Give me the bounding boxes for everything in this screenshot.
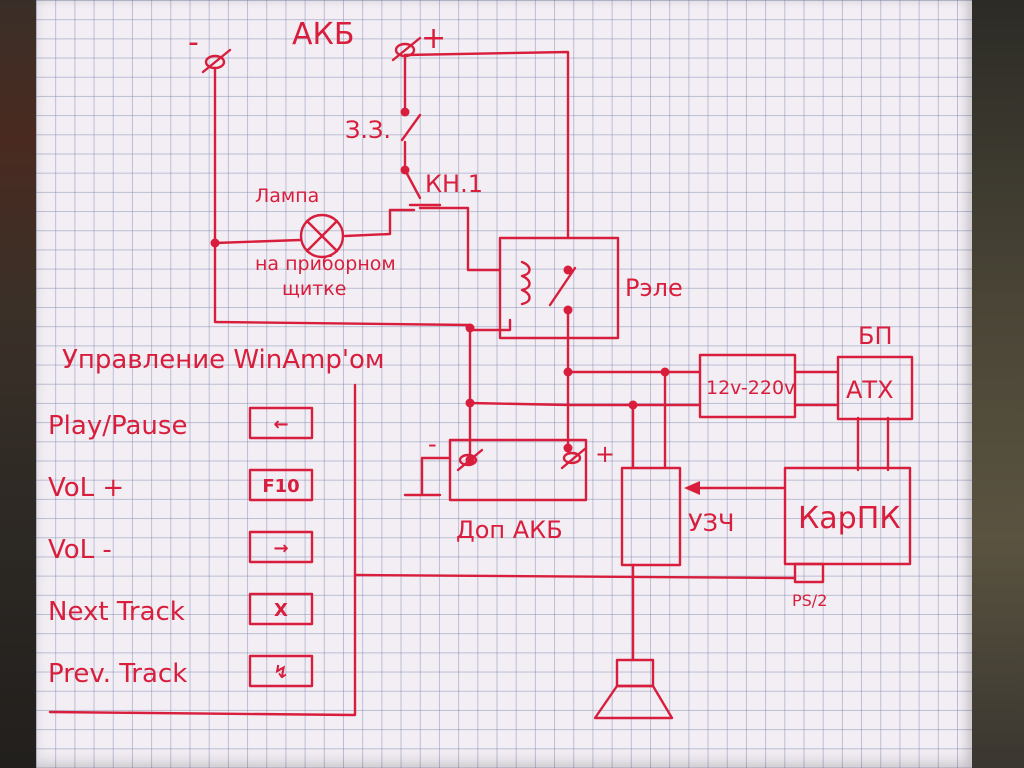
battery-minus-label: - — [188, 25, 199, 60]
control-key-label: ↯ — [273, 662, 288, 683]
battery-label: АКБ — [292, 17, 354, 52]
relay-box — [498, 236, 620, 340]
amplifier-label: УЗЧ — [688, 509, 734, 537]
control-key-box — [248, 654, 314, 688]
control-key-label: X — [274, 600, 288, 621]
inverter-label: 12v-220v — [706, 377, 795, 399]
atx-label: АТХ — [846, 376, 894, 404]
control-name: VoL - — [48, 535, 112, 565]
control-name: Prev. Track — [48, 659, 187, 689]
background-left — [0, 0, 40, 768]
control-name: VoL + — [48, 473, 124, 503]
control-key-box — [248, 406, 314, 440]
amplifier-box — [620, 466, 682, 567]
carpc-box — [783, 466, 912, 584]
speaker-icon — [593, 658, 674, 720]
battery-minus-terminal — [201, 48, 232, 74]
battery-plus-terminal — [391, 36, 422, 62]
graph-paper-sheet — [36, 0, 972, 768]
control-row: Play/Pause ← — [48, 406, 314, 441]
control-key-label: F10 — [262, 476, 299, 497]
relay-label: Рэле — [625, 274, 683, 302]
psu-label: БП — [858, 322, 893, 350]
aux-battery-box — [448, 438, 588, 502]
control-row: Prev. Track ↯ — [48, 654, 314, 689]
lamp-note-line2: щитке — [282, 278, 346, 300]
lamp-symbol — [299, 213, 345, 259]
control-key-label: → — [273, 538, 288, 559]
control-name: Play/Pause — [48, 411, 187, 441]
aux-battery-minus-label: - — [428, 430, 437, 458]
atx-box — [836, 355, 914, 421]
control-key-label: ← — [273, 414, 288, 435]
ps2-label: PS/2 — [792, 591, 827, 610]
lamp-label: Лампа — [255, 185, 319, 207]
control-key-box — [248, 530, 314, 564]
aux-battery-plus-label: + — [595, 440, 615, 468]
control-row: VoL - → — [48, 530, 314, 565]
button-label: КН.1 — [425, 170, 483, 198]
winamp-title: Управление WinAmp'ом — [62, 345, 385, 375]
carpc-label: КарПК — [798, 501, 901, 536]
ignition-switch-label: З.З. — [345, 116, 391, 144]
lamp-note-line1: на приборном — [255, 253, 396, 275]
junction-dots — [210, 107, 670, 465]
control-row: VoL + F10 — [48, 468, 314, 503]
control-name: Next Track — [48, 597, 185, 627]
aux-battery-label: Доп АКБ — [456, 516, 563, 544]
inverter-box — [698, 353, 797, 419]
control-key-box — [248, 592, 314, 626]
battery-plus-label: + — [421, 21, 446, 56]
control-key-box — [248, 468, 314, 502]
wiring — [48, 50, 890, 717]
control-row: Next Track X — [48, 592, 314, 627]
